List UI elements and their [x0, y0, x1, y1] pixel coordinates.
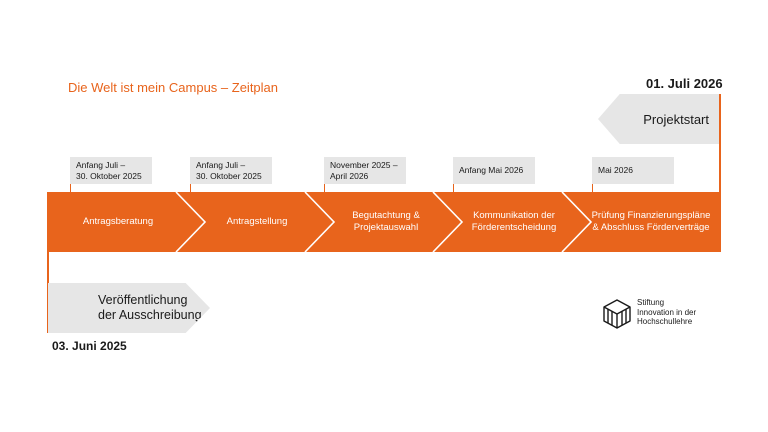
phase-date-4: Anfang Mai 2026	[453, 157, 535, 184]
phase-date-4-line1: Anfang Mai 2026	[459, 165, 524, 176]
phase-date-1-line2: 30. Oktober 2025	[76, 170, 142, 181]
publication-arrow: Veröffentlichung der Ausschreibung	[48, 283, 210, 333]
phase-date-2-line2: 30. Oktober 2025	[196, 170, 262, 181]
project-start-label: Projektstart	[643, 111, 709, 127]
phase-label-3-line2: Projektauswahl	[353, 222, 419, 233]
timeline-band	[47, 192, 721, 252]
phase-label-5: Prüfung Finanzierungspläne& Abschluss Fö…	[578, 192, 724, 252]
timeline-chevrons	[175, 192, 593, 252]
phase-label-4-line2: Förderentscheidung	[471, 222, 557, 233]
phase-label-3: Begutachtung &Projektauswahl	[318, 192, 454, 252]
phase-date-5: Mai 2026	[592, 157, 674, 184]
phase-label-5-line1: Prüfung Finanzierungspläne	[591, 210, 711, 221]
project-start-arrow: Projektstart	[598, 94, 719, 144]
publication-date: 03. Juni 2025	[52, 339, 127, 353]
phase-label-5-line2: & Abschluss Förderverträge	[592, 222, 710, 233]
publication-label-line2: der Ausschreibung	[98, 308, 202, 322]
phase-date-2: Anfang Juli –30. Oktober 2025	[190, 157, 272, 184]
phase-date-5-line1: Mai 2026	[598, 165, 633, 176]
project-start-date: 01. Juli 2026	[646, 76, 723, 91]
foundation-logo-text: Stiftung Innovation in der Hochschullehr…	[637, 298, 696, 327]
phase-date-1: Anfang Juli –30. Oktober 2025	[70, 157, 152, 184]
phase-date-3-line2: April 2026	[330, 170, 369, 181]
publication-line	[47, 192, 49, 333]
phase-date-3: November 2025 –April 2026	[324, 157, 406, 184]
logo-line1: Stiftung	[637, 298, 665, 307]
phase-label-4-line1: Kommunikation der	[473, 210, 555, 221]
logo-line3: Hochschullehre	[637, 317, 693, 326]
phase-label-1: Antragsberatung	[48, 192, 188, 252]
phase-label-1-line1: Antragsberatung	[82, 216, 154, 227]
logo-line2: Innovation in der	[637, 307, 697, 317]
publication-label-line1: Veröffentlichung	[98, 293, 188, 307]
phase-label-3-line1: Begutachtung &	[352, 210, 420, 221]
phase-label-2: Antragstellung	[190, 192, 324, 252]
foundation-logo-icon	[603, 299, 631, 329]
phase-date-2-line1: Anfang Juli –	[196, 160, 246, 170]
project-start-line	[719, 94, 721, 252]
page-title: Die Welt ist mein Campus – Zeitplan	[68, 80, 279, 95]
phase-label-2-line1: Antragstellung	[226, 216, 288, 227]
phase-date-3-line1: November 2025 –	[330, 160, 398, 170]
phase-date-1-line1: Anfang Juli –	[76, 160, 126, 170]
